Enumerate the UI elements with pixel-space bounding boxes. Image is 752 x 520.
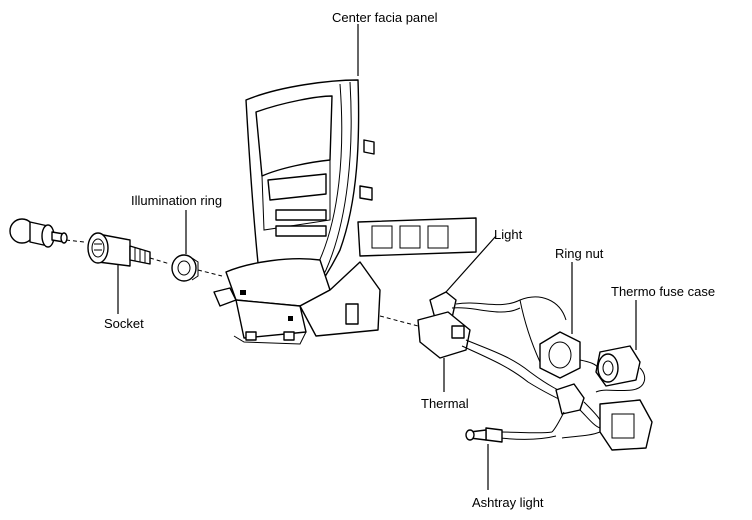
label-center-facia-panel: Center facia panel [332, 10, 438, 25]
leader-light [445, 235, 497, 293]
label-thermal: Thermal [421, 396, 469, 411]
socket-part [87, 232, 151, 267]
assembly-axis-line [65, 239, 85, 243]
center-facia-panel-part [213, 79, 477, 345]
ring-axis-line [197, 269, 223, 277]
label-thermo-fuse-case: Thermo fuse case [611, 284, 715, 299]
label-light: Light [494, 227, 523, 242]
label-ring-nut: Ring nut [555, 246, 604, 261]
lighter-knob [9, 218, 68, 248]
socket-axis-line [149, 257, 171, 265]
illumination-ring-part [171, 254, 199, 282]
leader-lines [117, 24, 637, 490]
harness-assembly [379, 291, 653, 451]
label-ashtray-light: Ashtray light [472, 495, 544, 510]
label-socket: Socket [104, 316, 144, 331]
label-illumination-ring: Illumination ring [131, 193, 222, 208]
